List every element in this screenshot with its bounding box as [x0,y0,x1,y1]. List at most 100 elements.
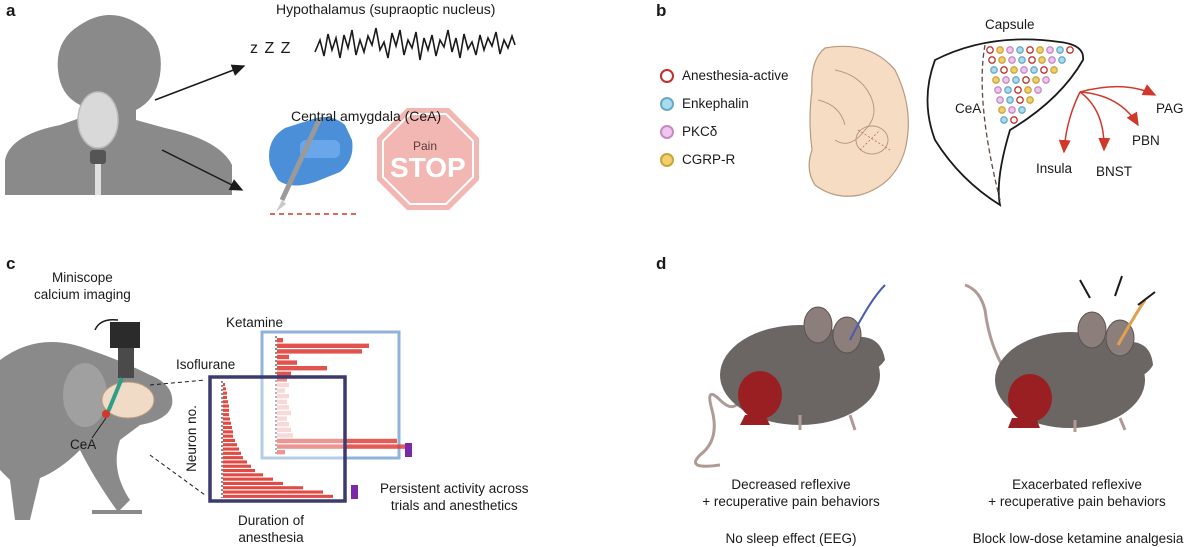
panel-letter-d: d [656,254,667,273]
anesthesia-mask [77,91,119,195]
target-pag: PAG [1156,101,1184,116]
zoom-line-bottom [149,454,206,496]
cea-cell [1050,66,1058,74]
cea-cell [986,46,994,54]
isoflurane-raster-bar [223,426,232,430]
sleep-zzz: z Z Z [250,40,292,57]
mouse-right [964,275,1156,432]
cea-cell [1006,96,1014,104]
cea-cell [1018,56,1026,64]
isoflurane-raster-bar [223,395,227,399]
legend-swatch [660,68,674,83]
ketamine-raster-bar [277,450,285,455]
cea-cell [1022,76,1030,84]
isoflurane-raster-bar [223,473,263,477]
cea-title-label: Central amygdala (CeA) [291,108,442,124]
legend-label: PKCδ [682,124,718,139]
capsule-label: Capsule [985,17,1035,32]
agitation-line-3 [1137,291,1156,306]
isoflurane-raster-bar [223,438,235,442]
legend-item: Enkephalin [660,96,749,111]
target-bnst: BNST [1096,164,1133,179]
miniscope-device [91,318,140,439]
cea-cell [1000,66,1008,74]
isoflurane-raster-bar [223,434,233,438]
agitation-line-1 [1079,279,1091,299]
cea-cell [1026,96,1034,104]
cea-cell [1018,106,1026,114]
ketamine-duration-marker [405,443,412,457]
legend-label: CGRP-R [682,152,736,167]
mouse-silhouette-c [0,342,173,520]
target-pbn: PBN [1132,133,1160,148]
cea-cell [992,76,1000,84]
cea-cell [1038,56,1046,64]
human-silhouette [5,15,232,195]
isoflurane-raster-bar [223,447,239,451]
cea-cell [1004,86,1012,94]
cea-cell [1040,66,1048,74]
cea-cell [1002,76,1010,84]
cea-cell [1000,116,1008,124]
legend-label: Enkephalin [682,96,749,111]
isoflurane-raster-bar [223,490,323,494]
ketamine-raster-bar [277,405,289,410]
cea-cell [1026,46,1034,54]
cea-cell [1066,46,1074,54]
projection-arrows [1058,84,1157,154]
ketamine-raster-bar [277,377,287,382]
isoflurane-raster-bar [223,486,303,490]
eeg-trace [314,27,516,61]
cea-cell [1008,56,1016,64]
right-mouse-caption: Exacerbated reflexive + recuperative pai… [988,477,1166,509]
cea-cell [1028,56,1036,64]
cea-cell [990,66,998,74]
cea-cell [1058,56,1066,64]
legend-item: PKCδ [660,124,717,139]
isoflurane-raster-bar [223,400,228,404]
ketamine-raster-bar [277,438,397,444]
ketamine-raster-bar [277,360,297,365]
legend-swatch [660,96,674,111]
cea-cell [996,96,1004,104]
ketamine-raster-bar [277,416,287,421]
ketamine-raster-bar [277,399,287,404]
cea-cell [1032,76,1040,84]
isoflurane-raster-bar [223,477,273,481]
legend-label: Anesthesia-active [682,68,789,83]
cea-cell [994,86,1002,94]
ketamine-raster-bar [277,354,289,360]
cea-cell [998,106,1006,114]
panel-letter-c: c [6,254,16,273]
ketamine-raster-bar [277,349,362,354]
isoflurane-raster-bar [223,451,241,455]
ketamine-raster-bar [277,433,293,438]
isoflurane-raster [208,375,358,503]
mouse-cea-label: CeA [70,437,97,452]
cea-cell [1008,106,1016,114]
isoflurane-raster-bar [223,383,225,387]
right-mouse-subcaption: Block low-dose ketamine analgesia [972,531,1184,546]
cea-cell [1036,46,1044,54]
cea-cell [1016,46,1024,54]
cea-cell [988,56,996,64]
isoflurane-raster-bar [223,456,243,460]
ketamine-raster-bar [277,338,283,343]
left-mouse-subcaption: No sleep effect (EEG) [725,531,857,546]
cea-cell [1034,86,1042,94]
isoflurane-raster-bar [223,417,230,421]
target-insula: Insula [1036,161,1073,176]
isoflurane-raster-bar [223,387,226,391]
ketamine-raster [260,330,412,460]
isoflurane-raster-bar [223,404,229,408]
isoflurane-raster-bar [223,460,247,464]
isoflurane-raster-bar [223,413,229,417]
cea-cell [1020,66,1028,74]
stop-sign-top-text: Pain [413,139,438,153]
cea-cell [1014,86,1022,94]
isoflurane-raster-bar [223,421,231,425]
ketamine-raster-bar [277,382,289,388]
neuron-axis-label: Neuron no. [183,405,199,472]
cea-cell [1056,46,1064,54]
